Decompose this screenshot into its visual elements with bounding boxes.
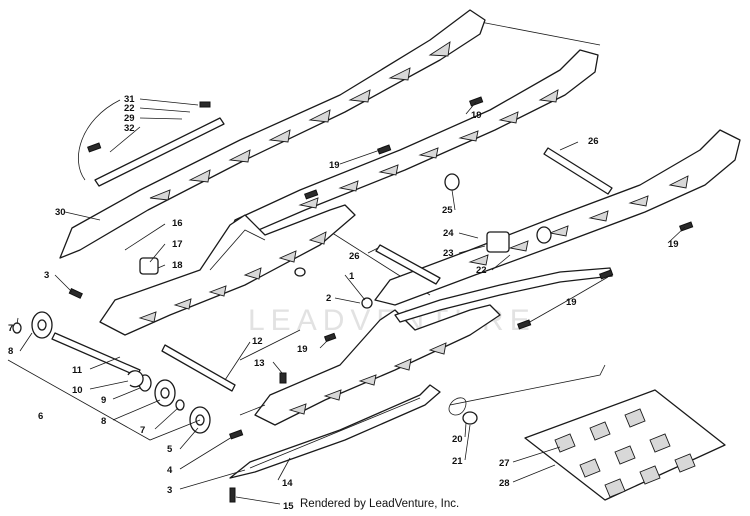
callout-15: 15 (283, 501, 294, 512)
right-rail (224, 49, 599, 244)
callout-7-upper: 7 (8, 323, 13, 334)
wear-strip (229, 384, 441, 479)
callout-30: 30 (55, 207, 66, 218)
callout-20: 20 (452, 434, 463, 445)
callout-8-upper: 8 (8, 346, 13, 357)
credit-text: Rendered by LeadVenture, Inc. (300, 498, 460, 510)
callout-26-right: 26 (588, 136, 599, 147)
callout-32: 32 (124, 123, 135, 134)
callout-labels: 31 22 29 32 30 16 17 18 3 1 2 26 19 19 1… (8, 94, 679, 512)
callout-9: 9 (101, 395, 106, 406)
callout-22-lower: 22 (476, 265, 487, 276)
callout-24: 24 (443, 228, 454, 239)
callout-3-lower: 3 (167, 485, 172, 496)
callout-29: 29 (124, 113, 135, 124)
rear-cross-bar (94, 117, 225, 187)
front-arch-rail (394, 267, 613, 323)
torsion-spring (448, 364, 606, 425)
callout-3-upper: 3 (44, 270, 49, 281)
assembly-bracket (7, 359, 201, 441)
track-clip-assembly (524, 389, 726, 501)
callout-23: 23 (443, 248, 454, 259)
callout-19-c: 19 (668, 239, 679, 250)
callout-19-a: 19 (329, 160, 340, 171)
callout-7-lower: 7 (140, 425, 145, 436)
callout-27: 27 (499, 458, 510, 469)
callout-5: 5 (167, 444, 173, 455)
leader-lines (16, 98, 686, 505)
callout-22-upper: 22 (124, 103, 135, 114)
wear-blocks (139, 173, 552, 309)
callout-4: 4 (167, 465, 173, 476)
callout-12: 12 (252, 336, 263, 347)
callout-19-b: 19 (471, 110, 482, 121)
callout-28: 28 (499, 478, 510, 489)
callout-18: 18 (172, 260, 183, 271)
callout-31: 31 (124, 94, 135, 105)
callout-26-left: 26 (349, 251, 360, 262)
callout-2: 2 (326, 293, 331, 304)
rear-left-rail (59, 9, 486, 259)
callout-19-d: 19 (566, 297, 577, 308)
callout-11: 11 (72, 365, 83, 376)
callout-13: 13 (254, 358, 265, 369)
callout-21: 21 (452, 456, 463, 467)
callout-6: 6 (38, 411, 43, 422)
callout-8-lower: 8 (101, 416, 106, 427)
callout-25: 25 (442, 205, 453, 216)
callout-17: 17 (172, 239, 183, 250)
idler-wheels (12, 311, 211, 434)
callout-10: 10 (72, 385, 83, 396)
callout-1: 1 (349, 271, 355, 282)
callout-16: 16 (172, 218, 183, 229)
callout-14: 14 (282, 478, 293, 489)
left-slide-rail (99, 204, 356, 336)
callout-19-e: 19 (297, 344, 308, 355)
cross-shafts (375, 147, 613, 285)
lower-slide-rail (254, 304, 501, 426)
